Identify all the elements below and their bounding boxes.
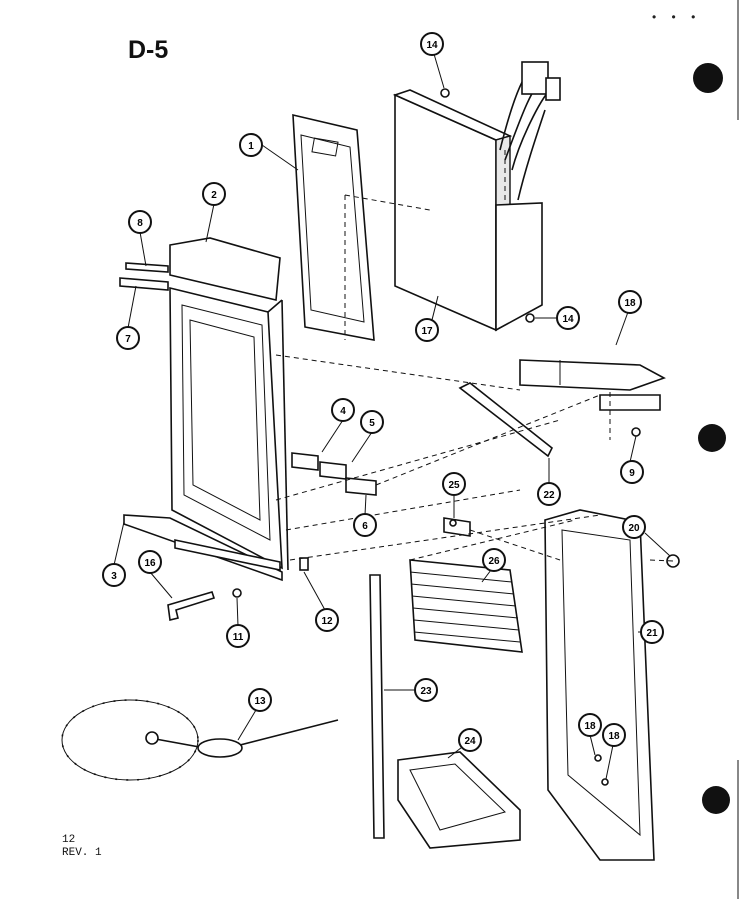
svg-text:26: 26: [488, 556, 500, 567]
callout-11: 11: [226, 624, 250, 648]
callout-9: 9: [620, 460, 644, 484]
part-screw: [232, 588, 242, 598]
part-top-trim: [119, 262, 169, 291]
svg-text:18: 18: [584, 721, 596, 732]
callout-21: 21: [640, 620, 664, 644]
svg-text:13: 13: [254, 696, 266, 707]
svg-text:2: 2: [211, 190, 217, 201]
svg-text:23: 23: [420, 686, 432, 697]
binder-hole-top: [693, 63, 723, 93]
part-grille: [409, 559, 523, 653]
scan-dots: • • •: [652, 10, 702, 24]
svg-text:4: 4: [340, 406, 346, 417]
callout-23: 23: [414, 678, 438, 702]
callout-2: 2: [202, 182, 226, 206]
callout-24: 24: [458, 728, 482, 752]
svg-text:5: 5: [369, 418, 375, 429]
callout-18-frame-right: 18: [602, 723, 626, 747]
svg-text:9: 9: [629, 468, 635, 479]
revision-label: REV. 1: [62, 847, 102, 859]
svg-text:25: 25: [448, 480, 460, 491]
part-liner-panel: [292, 113, 375, 341]
svg-text:16: 16: [144, 558, 156, 569]
svg-text:14: 14: [562, 314, 574, 325]
callout-25: 25: [442, 472, 466, 496]
part-thermostat: [61, 699, 339, 781]
binder-hole-middle: [698, 424, 726, 452]
part-outer-frame: [544, 509, 655, 861]
part-knob: [666, 554, 680, 568]
callout-18-frame-left: 18: [578, 713, 602, 737]
part-bracket: [519, 359, 666, 411]
callout-1: 1: [239, 133, 263, 157]
svg-text:12: 12: [321, 616, 333, 627]
svg-text:24: 24: [464, 736, 476, 747]
svg-text:11: 11: [233, 632, 244, 643]
callout-12: 12: [315, 608, 339, 632]
part-control-housing: [392, 61, 561, 332]
callout-26: 26: [482, 548, 506, 572]
svg-text:18: 18: [624, 298, 636, 309]
svg-text:8: 8: [137, 218, 143, 229]
callout-18-bracket: 18: [618, 290, 642, 314]
svg-text:22: 22: [543, 490, 555, 501]
callout-4: 4: [331, 398, 355, 422]
svg-text:14: 14: [426, 40, 438, 51]
svg-text:1: 1: [248, 141, 254, 152]
callout-20: 20: [622, 515, 646, 539]
svg-text:7: 7: [125, 334, 131, 345]
callout-3: 3: [102, 563, 126, 587]
part-spacer-blocks: [291, 452, 377, 496]
callout-14-right: 14: [556, 306, 580, 330]
callout-17: 17: [415, 318, 439, 342]
svg-text:18: 18: [608, 731, 620, 742]
svg-text:3: 3: [111, 571, 117, 582]
svg-text:21: 21: [646, 628, 658, 639]
binder-hole-bottom: [702, 786, 730, 814]
callout-13: 13: [248, 688, 272, 712]
part-door-liner: [169, 237, 289, 571]
part-rod: [369, 574, 385, 839]
page-number: 12: [62, 834, 76, 846]
part-hex-key: [167, 591, 216, 621]
diagram-title: D-5: [128, 36, 169, 64]
callout-7: 7: [116, 326, 140, 350]
svg-text:17: 17: [421, 326, 433, 337]
part-clip: [299, 557, 309, 571]
callout-22: 22: [537, 482, 561, 506]
svg-text:6: 6: [362, 521, 368, 532]
callout-8: 8: [128, 210, 152, 234]
callout-5: 5: [360, 410, 384, 434]
part-latch: [443, 517, 471, 537]
part-strip: [458, 382, 554, 458]
callout-6: 6: [353, 513, 377, 537]
callout-14-top: 14: [420, 32, 444, 56]
part-lower-panel: [397, 751, 521, 849]
callout-group: 1 2 3 4 5 6 7 8 9 11 12 13 14 14 16 17 1…: [102, 32, 664, 752]
callout-16: 16: [138, 550, 162, 574]
svg-text:20: 20: [628, 523, 640, 534]
